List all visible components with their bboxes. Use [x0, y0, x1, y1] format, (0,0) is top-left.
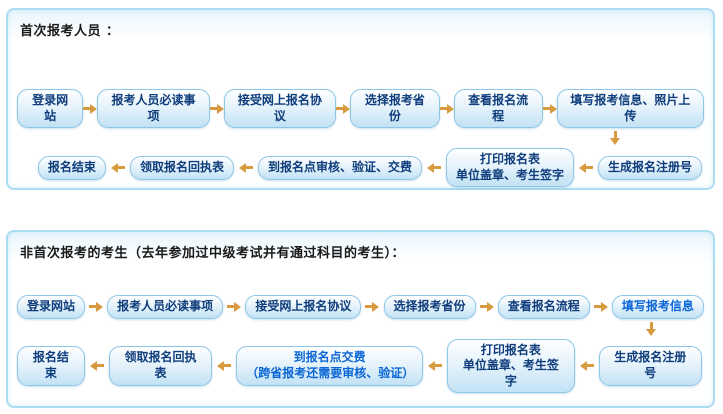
arrow-left-icon: [578, 162, 593, 173]
flow-first-time: 登录网站 报考人员必读事项 接受网上报名协议 选择报考省份 查看报名流程 填写报…: [8, 89, 713, 188]
flow-turn: [17, 131, 704, 146]
step-print-stamp-sign-button[interactable]: 打印报名表 单位盖章、考生签字: [445, 148, 574, 188]
panel-title: 非首次报考的考生（去年参加过中级考试并有通过科目的考生）：: [20, 246, 406, 261]
step-login-website-button[interactable]: 登录网站: [17, 89, 84, 129]
arrow-down-icon: [646, 321, 656, 337]
repeat-applicants-panel: 非首次报考的考生（去年参加过中级考试并有通过科目的考生）： 登录网站 报考人员必…: [6, 230, 715, 408]
arrow-right-icon: [336, 103, 351, 114]
arrow-left-icon: [428, 360, 443, 371]
step-receipt-form-button[interactable]: 领取报名回执表: [129, 155, 234, 180]
arrow-right-icon: [542, 103, 557, 114]
arrow-right-icon: [89, 301, 104, 312]
arrow-left-icon: [89, 360, 104, 371]
flow-row-forward: 登录网站 报考人员必读事项 接受网上报名协议 选择报考省份 查看报名流程 填写报…: [17, 89, 704, 129]
step-generate-regnum-button[interactable]: 生成报名注册号: [597, 155, 702, 180]
flow-row-forward: 登录网站 报考人员必读事项 接受网上报名协议 选择报考省份 查看报名流程 填写报…: [17, 295, 704, 319]
step-applicant-notice-button[interactable]: 报考人员必读事项: [107, 295, 224, 319]
arrow-right-icon: [83, 103, 98, 114]
step-print-stamp-sign-button[interactable]: 打印报名表 单位盖章、考生签字: [447, 338, 575, 394]
step-verify-pay-button[interactable]: 到报名点审核、验证、交费: [257, 155, 422, 180]
step-fill-info-photo-button[interactable]: 填写报考信息、照片上传: [556, 89, 704, 129]
arrow-right-icon: [479, 301, 494, 312]
arrow-right-icon: [209, 103, 224, 114]
step-finish-button[interactable]: 报名结束: [37, 155, 106, 180]
step-pay-onsite-button[interactable]: 到报名点交费 （跨省报考还需要审核、验证）: [236, 346, 424, 386]
arrow-right-icon: [593, 301, 608, 312]
step-accept-agreement-button[interactable]: 接受网上报名协议: [245, 295, 362, 319]
arrow-left-icon: [217, 360, 232, 371]
first-time-applicants-panel: 首次报考人员 ： 登录网站 报考人员必读事项 接受网上报名协议 选择报考省份 查…: [6, 8, 715, 190]
flow-turn: [17, 321, 704, 337]
arrow-left-icon: [110, 162, 125, 173]
panel-title: 首次报考人员 ：: [20, 24, 120, 39]
step-view-process-button[interactable]: 查看报名流程: [497, 295, 590, 319]
step-view-process-button[interactable]: 查看报名流程: [453, 89, 543, 129]
flow-row-backward: 报名结束 领取报名回执表 到报名点审核、验证、交费 打印报名表 单位盖章、考生签…: [17, 148, 704, 188]
step-applicant-notice-button[interactable]: 报考人员必读事项: [97, 89, 210, 129]
step-select-province-button[interactable]: 选择报考省份: [383, 295, 476, 319]
flow-row-backward: 报名结束 领取报名回执表 到报名点交费 （跨省报考还需要审核、验证） 打印报名表…: [17, 338, 704, 394]
arrow-right-icon: [439, 103, 454, 114]
flow-repeat: 登录网站 报考人员必读事项 接受网上报名协议 选择报考省份 查看报名流程 填写报…: [8, 295, 713, 394]
step-select-province-button[interactable]: 选择报考省份: [350, 89, 440, 129]
arrow-right-icon: [227, 301, 242, 312]
step-login-website-button[interactable]: 登录网站: [17, 295, 86, 319]
step-receipt-form-button[interactable]: 领取报名回执表: [108, 346, 213, 386]
step-fill-info-button[interactable]: 填写报考信息: [611, 295, 704, 319]
arrow-right-icon: [365, 301, 380, 312]
arrow-left-icon: [579, 360, 594, 371]
arrow-left-icon: [426, 162, 441, 173]
arrow-left-icon: [238, 162, 253, 173]
step-accept-agreement-button[interactable]: 接受网上报名协议: [223, 89, 337, 129]
step-finish-button[interactable]: 报名结束: [17, 346, 85, 386]
arrow-down-icon: [610, 131, 620, 146]
step-generate-regnum-button[interactable]: 生成报名注册号: [598, 346, 702, 386]
